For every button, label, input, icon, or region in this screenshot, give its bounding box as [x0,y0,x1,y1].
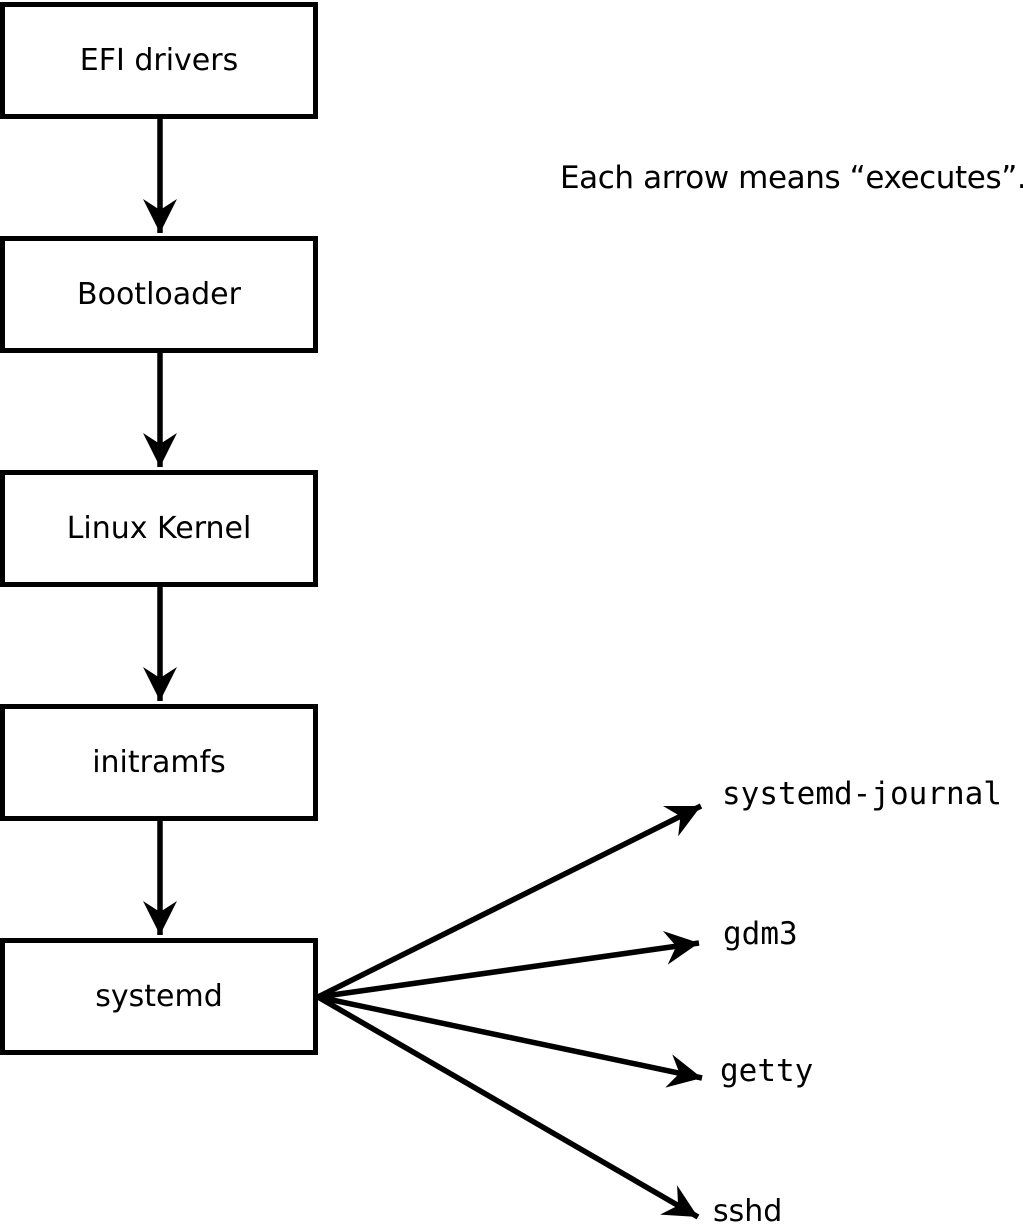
node-systemd-label: systemd [95,978,223,1014]
arrow-systemd-to-getty [317,994,703,1088]
node-linux-kernel-label: Linux Kernel [66,510,252,546]
label-getty: getty [720,1053,814,1089]
label-sshd: sshd [713,1194,783,1229]
node-linux-kernel: Linux Kernel [0,470,318,587]
arrow-systemd-to-systemd-journal [316,803,703,1000]
arrow-meaning-note: Each arrow means “executes”. [560,160,1023,196]
arrow-systemd-to-gdm3 [317,930,700,1000]
node-initramfs-label: initramfs [92,744,226,780]
node-efi-drivers-label: EFI drivers [79,42,239,78]
node-initramfs: initramfs [0,704,318,821]
label-systemd-journal: systemd-journal [722,776,1002,812]
arrow-systemd-to-sshd [316,994,700,1220]
label-gdm3: gdm3 [723,916,798,952]
node-bootloader-label: Bootloader [77,276,241,312]
node-bootloader: Bootloader [0,236,318,353]
node-systemd: systemd [0,938,318,1055]
node-efi-drivers: EFI drivers [0,2,318,119]
